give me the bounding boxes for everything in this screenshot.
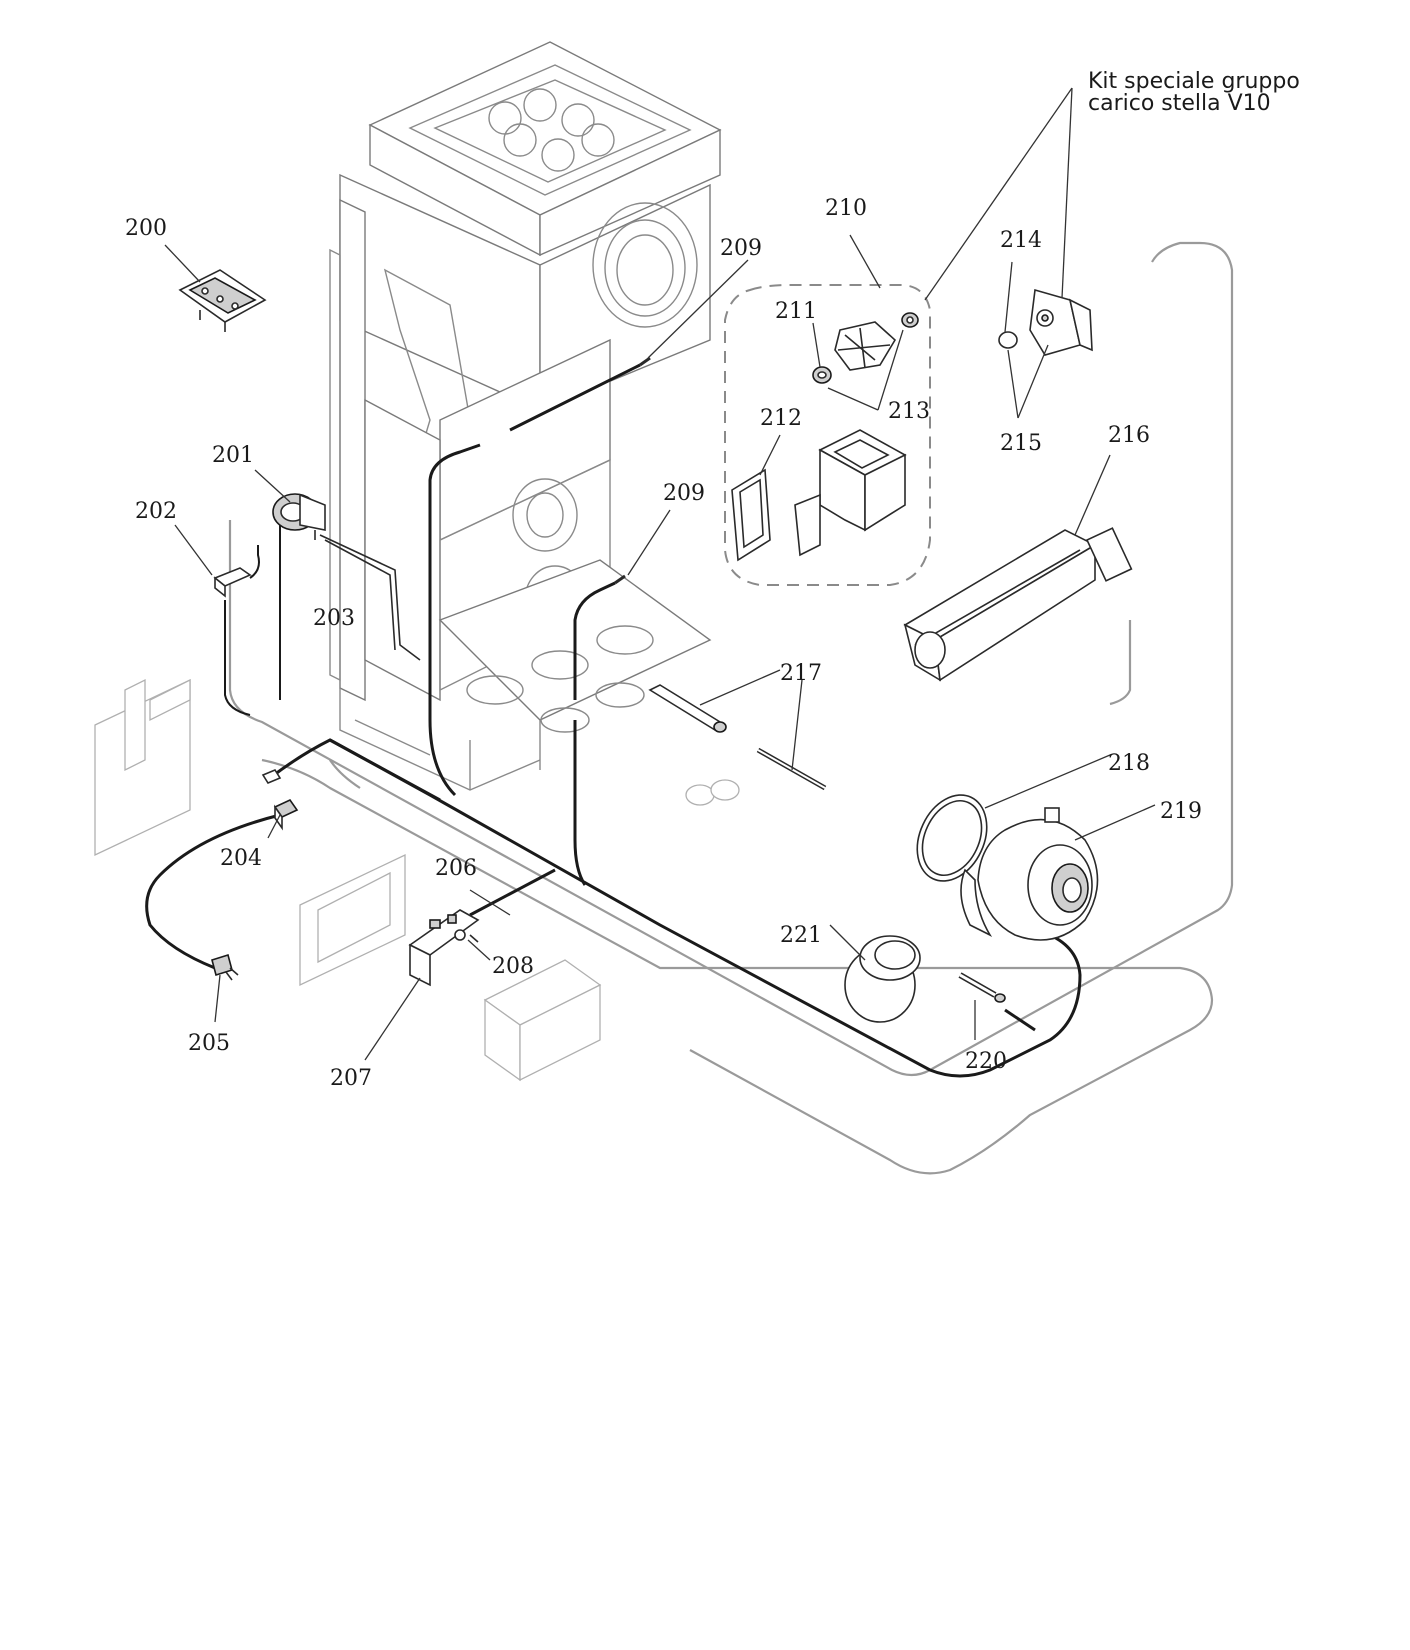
hopper-grid: [488, 88, 615, 172]
flue-outlet: [592, 202, 698, 328]
stove-body: [329, 41, 722, 791]
label-212: 212: [760, 406, 802, 431]
label-205: 205: [188, 1031, 230, 1056]
label-204: 204: [220, 846, 262, 871]
label-209-upper: 209: [720, 236, 762, 261]
part-212-gasket: [731, 468, 771, 562]
part-213-bearing: [812, 312, 919, 384]
label-206: 206: [435, 856, 477, 881]
part-211-star-wheel: [834, 321, 897, 371]
part-207-control-board: [408, 909, 480, 987]
label-209-lower: 209: [663, 481, 705, 506]
part-209-sensor-lower: [614, 574, 626, 585]
label-203: 203: [313, 606, 355, 631]
part-219-exhaust-fan: [960, 807, 1099, 941]
label-211: 211: [775, 299, 817, 324]
label-210: 210: [825, 196, 867, 221]
part-209-sensor-upper: [639, 356, 651, 367]
label-200: 200: [125, 216, 167, 241]
label-213: 213: [888, 399, 930, 424]
label-221: 221: [780, 923, 822, 948]
part-216-auger-tube: [903, 527, 1133, 682]
part-217-sleeve: [648, 684, 827, 791]
label-201: 201: [212, 443, 254, 468]
faint-cover-plate: [299, 853, 406, 987]
label-208: 208: [492, 954, 534, 979]
cable-guide-channel: [228, 241, 1234, 1175]
label-215: 215: [1000, 431, 1042, 456]
part-210-kit-group: [724, 284, 931, 586]
part-215-washer: [998, 331, 1018, 349]
kit-label-line2: carico stella V10: [1088, 91, 1271, 116]
part-labels: 200 201 202 203 204 205 206 207 208 209 …: [125, 69, 1300, 1091]
part-221-bushing: [844, 935, 921, 1023]
part-214-gear-motor: [1029, 288, 1093, 356]
part-220-igniter: [958, 972, 1006, 1003]
part-200-display-board: [178, 269, 267, 332]
part-201-pressure-switch: [272, 493, 326, 540]
faint-bracket-left: [94, 678, 191, 857]
label-214: 214: [1000, 228, 1042, 253]
part-203-tube: [319, 534, 421, 661]
label-219: 219: [1160, 799, 1202, 824]
leader-lines: [164, 87, 1156, 1061]
label-220: 220: [965, 1049, 1007, 1074]
wiring-harness: [145, 363, 1082, 1078]
label-216: 216: [1108, 423, 1150, 448]
label-202: 202: [135, 499, 177, 524]
faint-clamp: [685, 779, 740, 806]
part-205-plug: [211, 953, 239, 981]
part-202-probe: [213, 545, 260, 598]
label-218: 218: [1108, 751, 1150, 776]
part-feeder-body: [794, 429, 907, 557]
part-218-gasket-ring: [916, 794, 988, 882]
kit-label-line1: Kit speciale gruppo: [1088, 69, 1300, 94]
label-207: 207: [330, 1066, 372, 1091]
faint-box-cover: [483, 959, 602, 1082]
label-217: 217: [780, 661, 822, 686]
